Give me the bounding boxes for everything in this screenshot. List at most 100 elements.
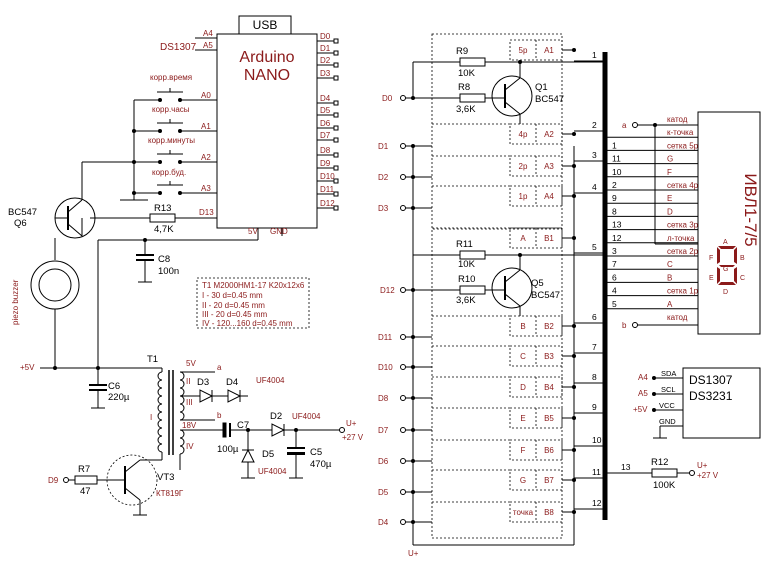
- r7-value: 47: [80, 486, 91, 497]
- r9-name: R9: [456, 46, 468, 57]
- ivl-pin-name: сетка 4р: [667, 181, 699, 190]
- r11-value: 10K: [458, 259, 476, 270]
- pin-d6-label: D6: [320, 119, 331, 128]
- pin-terminal: [333, 38, 339, 44]
- junction: [603, 188, 607, 192]
- b-label: b: [217, 411, 222, 420]
- piezo-buzzer: piezo buzzer: [11, 238, 80, 368]
- input-label: D8: [378, 394, 389, 403]
- input-terminal: [400, 364, 406, 370]
- pin-terminal: [333, 165, 339, 171]
- pin-5v-label: 5V: [248, 227, 258, 236]
- ivl-pin-name: E: [667, 194, 672, 203]
- ivl-pin-number: 3: [612, 246, 617, 256]
- r8-value: 3,6K: [456, 104, 476, 115]
- voltage-doubler: C7 100µ D5 UF4004 D2 UF4004 C5 470µ U+ +…: [210, 411, 364, 479]
- junction: [411, 459, 415, 463]
- winding-1-label: I: [150, 413, 152, 422]
- transformer-t1: T1 I II III 5V a b IV 18V: [147, 354, 222, 470]
- junction: [572, 385, 576, 389]
- bus-number: 1: [592, 50, 597, 60]
- pin-a5-label: A5: [203, 41, 213, 50]
- junction: [572, 194, 576, 198]
- input-terminal: [400, 395, 406, 401]
- q5-type: BC547: [531, 290, 560, 301]
- ivl-pin-number: 9: [612, 193, 617, 203]
- rtc-pin-vcc: VCC: [659, 401, 675, 410]
- ivl-pin-name: B: [667, 273, 672, 282]
- r9-value: 10K: [458, 68, 476, 79]
- bus-number: 8: [592, 372, 597, 382]
- junction: [603, 307, 607, 311]
- pin-d4-label: D4: [320, 94, 331, 103]
- seven-segment-icon: A F B G E C D: [709, 239, 745, 296]
- grid-uplus-label: U+: [408, 549, 419, 558]
- arduino-nano: USB Arduino NANO A4 A5 A0 A1 A2 A3 D13 D…: [195, 15, 339, 236]
- junction: [572, 448, 576, 452]
- bus-number: 9: [592, 402, 597, 412]
- r12-uplus: U+: [697, 461, 708, 470]
- input-terminal: [400, 143, 406, 149]
- vt3-name: VT3: [157, 472, 174, 483]
- ivl-title: ИВЛ1-7/5: [741, 173, 760, 246]
- c8-capacitor: C8 100n: [98, 228, 283, 283]
- pin-terminal: [333, 191, 339, 197]
- c5-name: C5: [310, 447, 322, 458]
- ivl-pin-number: 12: [612, 233, 622, 243]
- ivl-pin-name: к-точка: [667, 128, 694, 137]
- ivl-pin-name: D: [667, 207, 673, 216]
- t1-name: T1: [147, 354, 158, 365]
- junction: [572, 132, 576, 136]
- r10-name: R10: [458, 274, 475, 285]
- ivl-pin-number: 1: [612, 140, 617, 150]
- button-hours: корр.часы: [132, 105, 217, 133]
- pin-d1-label: D1: [320, 44, 331, 53]
- junction: [572, 236, 576, 240]
- q1-name: Q1: [535, 82, 548, 93]
- junction: [603, 162, 607, 166]
- junction: [411, 175, 415, 179]
- pin-d10-label: D10: [320, 172, 335, 181]
- input-label: D3: [378, 204, 389, 213]
- junction: [411, 335, 415, 339]
- pin-gnd-label: GND: [270, 227, 288, 236]
- ivl-pin-name: A: [667, 300, 673, 309]
- cell-label-right: B7: [544, 476, 554, 485]
- btn-time-label: корр.время: [150, 73, 192, 82]
- junction: [603, 201, 607, 205]
- junction: [572, 164, 576, 168]
- c7-value: 100µ: [217, 444, 239, 455]
- bus-number: 10: [592, 435, 602, 445]
- r12-pin: 13: [621, 462, 631, 472]
- input-label: D5: [378, 488, 389, 497]
- rtc-pin-scl: SCL: [661, 385, 676, 394]
- c8-value: 100n: [158, 266, 179, 277]
- input-label: D4: [378, 518, 389, 527]
- junction: [603, 148, 607, 152]
- junction: [411, 144, 415, 148]
- cell-label-left: E: [520, 414, 525, 423]
- ivl-pin-number: 7: [612, 259, 617, 269]
- ivl-pin-number: 6: [612, 272, 617, 282]
- c8-name: C8: [158, 254, 170, 265]
- pin-a1-label: A1: [201, 122, 211, 131]
- rtc-module: DS1307 DS3231 SDA SCL VCC GND A4 A5 +5V: [633, 367, 761, 439]
- a-label: a: [217, 363, 222, 372]
- pin-terminal: [333, 137, 339, 143]
- pin-d12-label: D12: [320, 199, 335, 208]
- plus27-label: +27 V: [342, 433, 364, 442]
- cell-label-left: G: [520, 476, 526, 485]
- btn-minutes-label: корр.минуты: [148, 136, 195, 145]
- d12-label: D12: [380, 286, 395, 295]
- q5-name: Q5: [531, 278, 544, 289]
- pin-d7-label: D7: [320, 131, 331, 140]
- btn-hours-label: корр.часы: [152, 105, 190, 114]
- junction: [411, 428, 415, 432]
- d3-name: D3: [197, 377, 209, 388]
- pin-a3-label: A3: [201, 184, 211, 193]
- cell-label-left: 1р: [519, 192, 528, 201]
- cell-label-left: F: [521, 446, 526, 455]
- cell-label-right: B2: [544, 322, 554, 331]
